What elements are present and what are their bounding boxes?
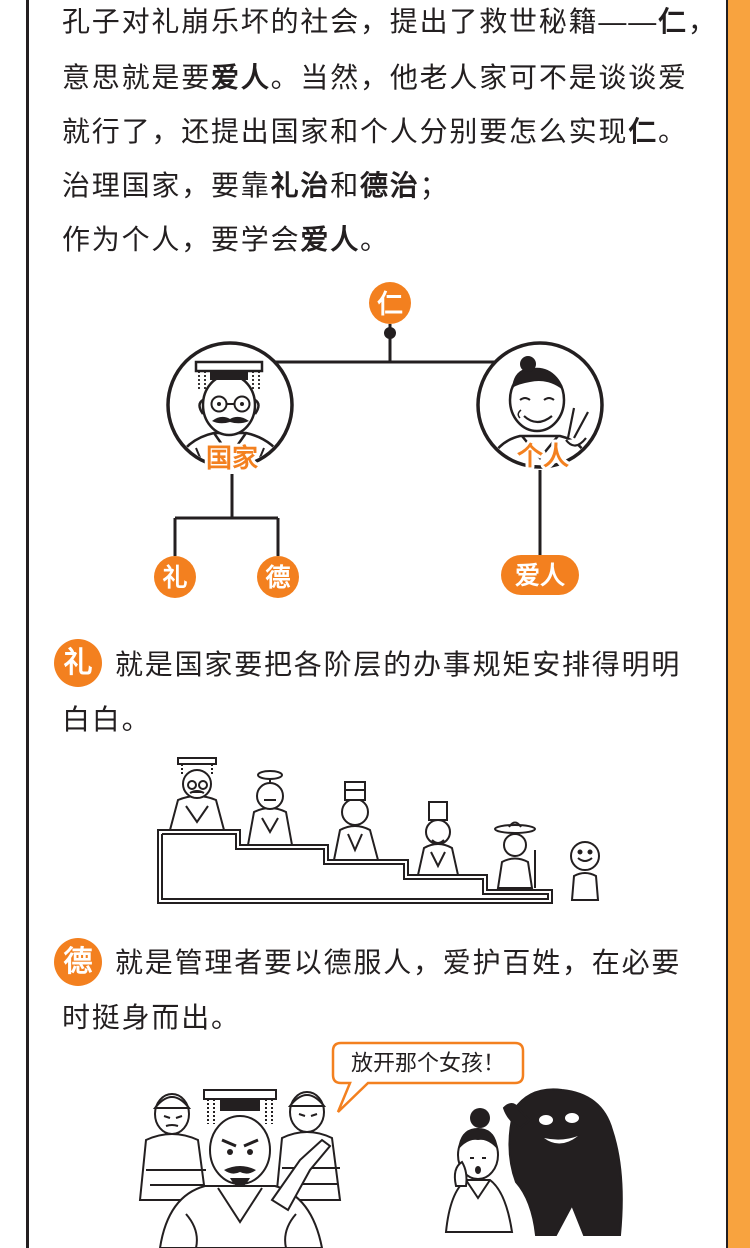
state-circle xyxy=(166,341,294,469)
ren-badge-label: 仁 xyxy=(377,289,403,319)
state-label: 国家 xyxy=(206,443,258,473)
hooded-villain-figure xyxy=(502,1088,623,1236)
connector-dot xyxy=(384,327,396,339)
de-section-badge: 德 xyxy=(54,938,102,986)
ren-badge xyxy=(369,282,411,324)
speech-bubble: 放开那个女孩！ xyxy=(331,1041,525,1113)
intro-line-5: 作为个人，要学会爱人。 xyxy=(62,220,390,260)
li-section-badge: 礼 xyxy=(54,639,102,687)
de-section-line-2: 时挺身而出。 xyxy=(62,1002,241,1033)
minister-figure xyxy=(246,770,294,846)
side-stripe xyxy=(728,0,750,1248)
li-node xyxy=(154,556,196,598)
de-badge-label: 德 xyxy=(63,946,93,978)
guard-left xyxy=(138,1093,208,1201)
child-figure xyxy=(570,841,600,901)
speech-bubble-text: 放开那个女孩！ xyxy=(351,1051,505,1076)
individual-label: 个人 xyxy=(517,441,569,471)
page-border-right xyxy=(726,0,729,1248)
airen-node-label: 爱人 xyxy=(515,562,565,590)
de-section-line-1: 就是管理者要以德服人，爱护百姓，在必要 xyxy=(115,947,682,978)
intro-text: 意思就是要 xyxy=(62,62,212,93)
scholar-figure xyxy=(416,801,460,876)
li-section-line-1: 就是国家要把各阶层的办事规矩安排得明明 xyxy=(115,649,682,680)
intro-text: 作为个人，要学会 xyxy=(62,224,301,255)
li-node-label: 礼 xyxy=(162,563,187,592)
concept-diagram: 仁 国家 xyxy=(154,282,604,598)
peasant-figure xyxy=(494,821,536,889)
girl-figure xyxy=(444,1108,514,1233)
intro-emphasis-airen: 爱人 xyxy=(300,224,361,255)
de-node-label: 德 xyxy=(265,563,290,592)
intro-text: 治理国家，要靠 xyxy=(62,170,271,201)
intro-line-4: 治理国家，要靠礼治和德治； xyxy=(62,166,449,206)
airen-node xyxy=(501,555,579,595)
staircase-inner-line xyxy=(161,833,549,900)
intro-text: 。 xyxy=(658,116,688,147)
emperor-figure xyxy=(168,757,226,831)
de-node xyxy=(257,556,299,598)
intro-text: 。 xyxy=(360,224,390,255)
intro-emphasis-ren: 仁 xyxy=(628,116,659,147)
intro-emphasis-lizhi: 礼治 xyxy=(270,170,331,201)
intro-text: 就行了，还提出国家和个人分别要怎么实现 xyxy=(62,116,629,147)
intro-text: 和 xyxy=(330,170,361,201)
intro-line-1: 孔子对礼崩乐坏的社会，提出了救世秘籍——仁， xyxy=(62,2,718,42)
intro-emphasis-airen: 爱人 xyxy=(211,62,271,93)
official-figure xyxy=(332,781,380,861)
emperor-with-guards-illustration xyxy=(138,1089,342,1248)
intro-emphasis-dezhi: 德治 xyxy=(360,170,420,201)
individual-circle xyxy=(476,341,604,469)
intro-emphasis-ren: 仁 xyxy=(658,6,688,37)
intro-text: 孔子对礼崩乐坏的社会，提出了救世秘籍—— xyxy=(62,6,659,37)
li-section-line-2: 白白。 xyxy=(62,704,152,735)
emperor-commanding xyxy=(158,1089,332,1248)
page-border-left xyxy=(26,0,29,1248)
intro-text: ， xyxy=(687,6,718,37)
hierarchy-staircase xyxy=(157,757,600,904)
intro-line-3: 就行了，还提出国家和个人分别要怎么实现仁。 xyxy=(62,112,688,152)
intro-text: ； xyxy=(419,170,450,201)
intro-text: 。当然，他老人家可不是谈谈爱 xyxy=(270,62,688,93)
rescue-illustration xyxy=(444,1088,623,1236)
intro-line-2: 意思就是要爱人。当然，他老人家可不是谈谈爱 xyxy=(62,58,688,98)
li-badge-label: 礼 xyxy=(63,647,93,679)
